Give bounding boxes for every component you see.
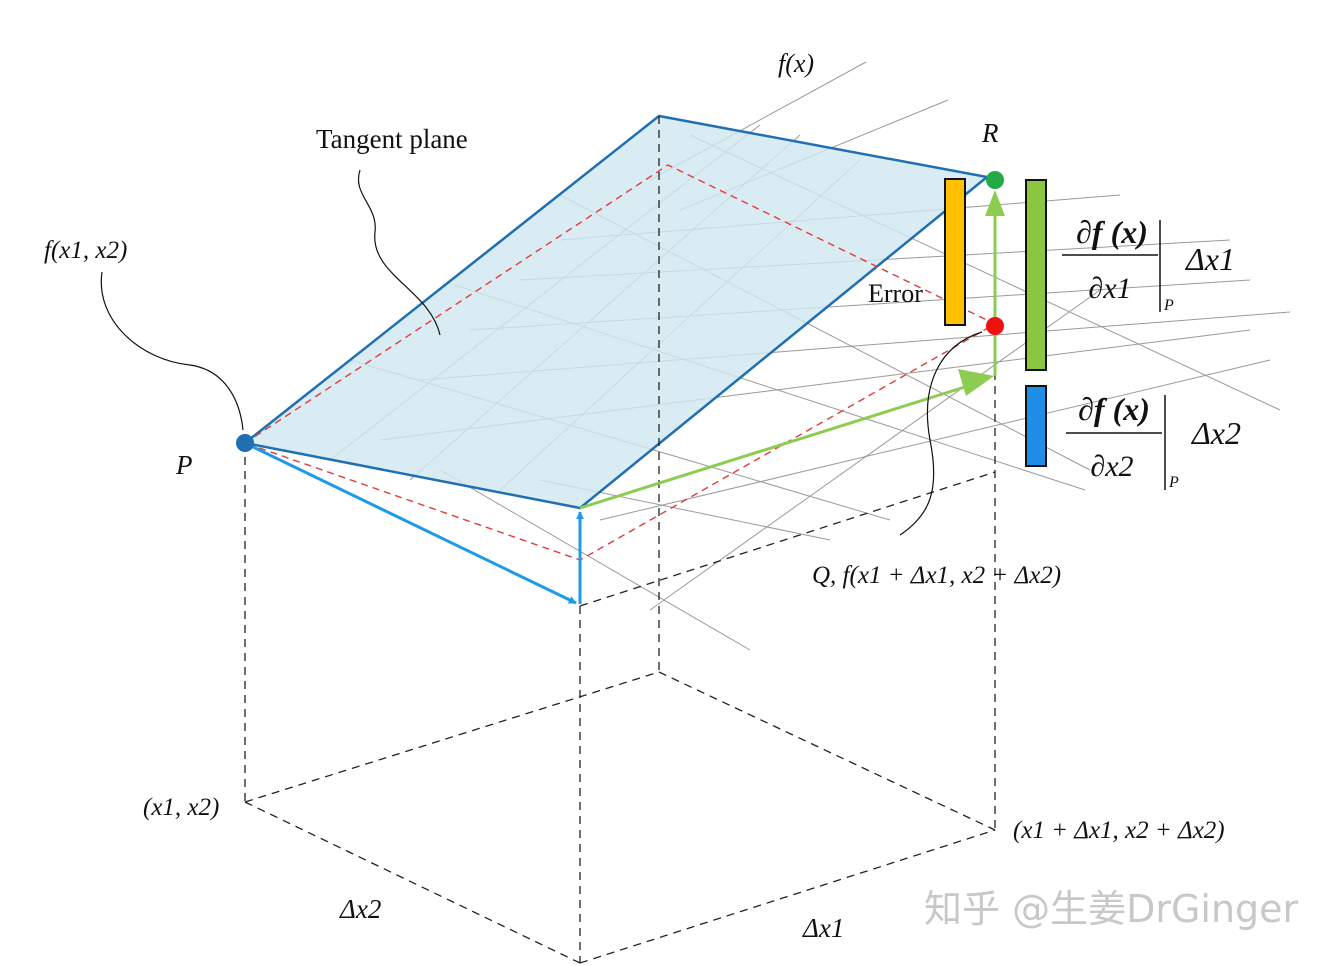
partial-x2-multiplier: Δx2 [1190, 415, 1241, 451]
point-q [986, 317, 1004, 335]
label-point-q: Q, f(x1 + Δx1, x2 + Δx2) [812, 562, 1061, 589]
watermark: 知乎 @生姜DrGinger [924, 887, 1299, 931]
dx2-bar [1025, 385, 1047, 467]
dx1-bar [1025, 179, 1047, 371]
point-p [236, 434, 254, 452]
partial-x1-denominator: ∂x1 [1088, 272, 1131, 305]
point-r [986, 171, 1004, 189]
green-arrow-vertical-head [985, 190, 1005, 216]
green-arrow-diagonal-head [958, 369, 994, 396]
label-delta-x2: Δx2 [339, 894, 381, 924]
label-delta-x1: Δx1 [802, 913, 844, 943]
partial-x2-numerator: ∂f (x) [1078, 391, 1150, 427]
leader-curves [100, 169, 983, 536]
label-base-far: (x1 + Δx1, x2 + Δx2) [1013, 817, 1225, 844]
partial-x1-eval-at: P [1163, 297, 1174, 314]
label-tangent-plane: Tangent plane [316, 124, 468, 154]
label-f-x: f(x) [778, 49, 814, 78]
error-bar [944, 178, 966, 326]
label-f-x1-x2: f(x1, x2) [44, 237, 127, 264]
partial-x1-multiplier: Δx1 [1184, 241, 1235, 277]
partial-derivative-x2: ∂f (x) ∂x2 P Δx2 [1066, 391, 1241, 491]
blue-arrow-p-to-base [250, 444, 577, 605]
label-error: Error [868, 279, 923, 308]
partial-x2-eval-at: P [1168, 474, 1179, 491]
partial-derivative-x1: ∂f (x) ∂x1 P Δx1 [1062, 214, 1235, 314]
green-arrow-diagonal [579, 384, 969, 510]
partial-x2-denominator: ∂x2 [1090, 450, 1133, 483]
partial-x1-numerator: ∂f (x) [1076, 214, 1148, 250]
label-point-r: R [981, 118, 999, 148]
label-point-p: P [175, 450, 193, 480]
label-base-origin: (x1, x2) [143, 794, 219, 821]
dashed-construction [244, 116, 996, 964]
